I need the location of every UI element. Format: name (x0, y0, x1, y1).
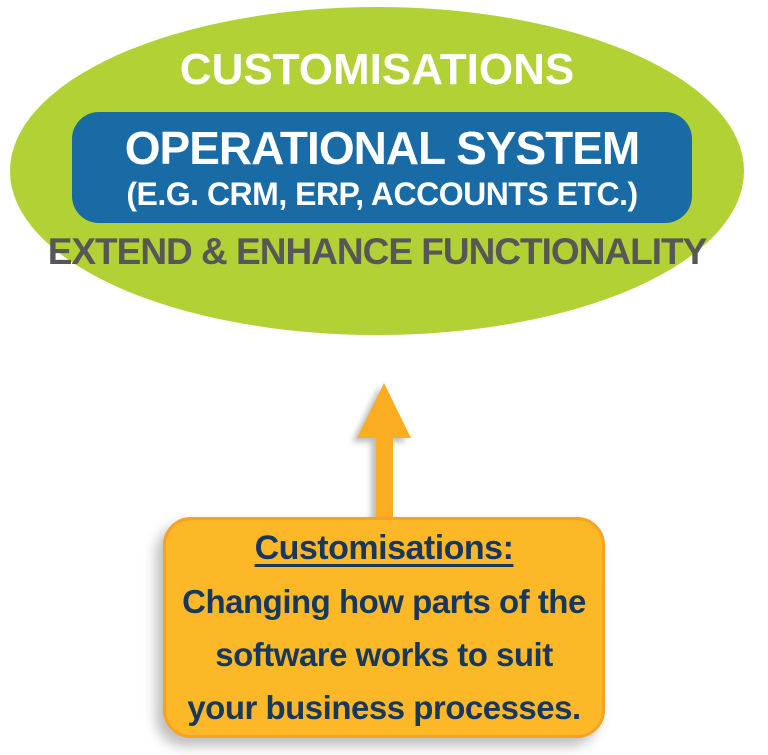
note-line: software works to suit (215, 635, 553, 673)
note-line: Changing how parts of the (182, 582, 586, 620)
customisations-note-box: Customisations: Changing how parts of th… (163, 517, 605, 738)
system-box-subtitle: (E.G. CRM, ERP, ACCOUNTS ETC.) (126, 175, 638, 212)
ellipse-title: CUSTOMISATIONS (179, 45, 575, 94)
up-arrow-shaft (375, 437, 393, 517)
up-arrow-icon (357, 383, 411, 517)
note-line: your business processes. (187, 688, 581, 726)
ellipse-subtitle: EXTEND & ENHANCE FUNCTIONALITY (47, 231, 708, 272)
up-arrow-head-icon (357, 383, 411, 438)
operational-system-box: OPERATIONAL SYSTEM (E.G. CRM, ERP, ACCOU… (72, 112, 692, 223)
system-box-title: OPERATIONAL SYSTEM (124, 121, 640, 174)
note-heading: Customisations: (254, 528, 514, 567)
